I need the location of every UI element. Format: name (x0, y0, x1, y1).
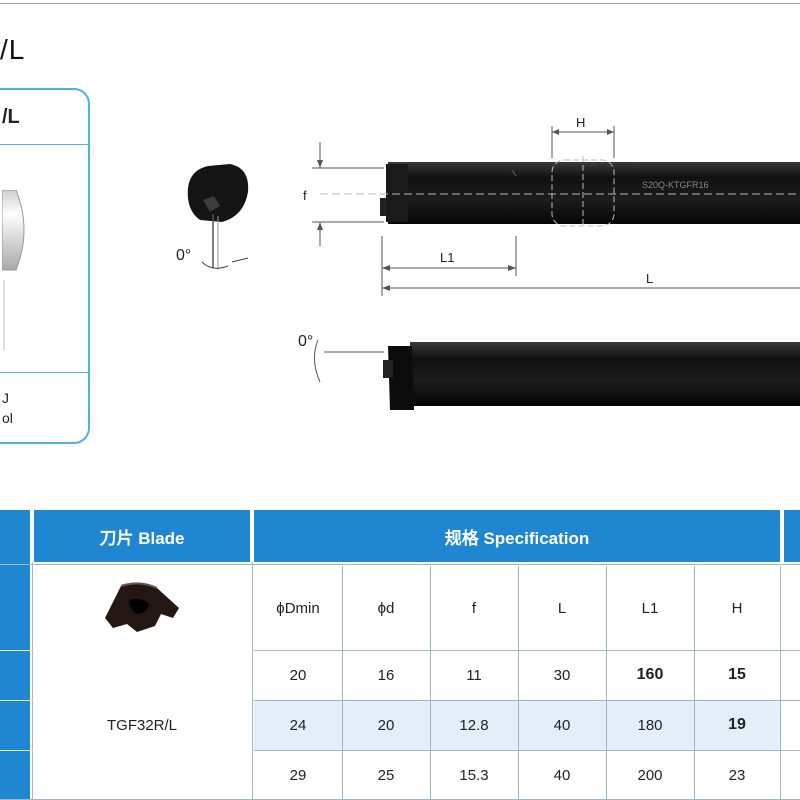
spec-header: 规格 Specification (254, 510, 780, 562)
table-cell: 200 (637, 766, 663, 784)
blade-insert-icon (105, 582, 179, 632)
col-header-d: ϕd (377, 599, 395, 617)
tool-info-card: /L J ol (0, 88, 90, 444)
holder-sketch-icon (2, 190, 25, 350)
side-view-angle-label: 0° (298, 333, 313, 350)
table-cell: 15.3 (459, 766, 489, 784)
table-cell: 11 (466, 666, 482, 684)
table-header-left (0, 510, 30, 650)
row-side-band (0, 650, 30, 800)
blade-model-area (34, 650, 250, 800)
table-cell: 180 (637, 716, 663, 734)
top-rule (0, 3, 800, 4)
grid-line (254, 750, 800, 751)
card-footer-line: ol (2, 410, 13, 426)
grid-line (780, 566, 781, 800)
grid-line (254, 650, 800, 651)
col-header-dmin: ϕDmin (276, 599, 320, 617)
blade-header: 刀片 Blade (34, 510, 250, 562)
table-cell: 30 (553, 666, 571, 684)
table-cell: 20 (289, 666, 307, 684)
table-cell: 40 (553, 766, 571, 784)
grid-line (694, 566, 695, 800)
blade-model: TGF32R/L (106, 716, 178, 734)
table-cell: 15 (728, 666, 746, 683)
grid-line (342, 566, 343, 800)
tool-side-view-icon (314, 339, 800, 410)
dim-label-L: L (646, 271, 653, 286)
dim-label-f: f (303, 188, 307, 203)
table-cell: 29 (289, 766, 307, 784)
card-divider (0, 144, 88, 145)
grid-line (518, 566, 519, 800)
dim-label-L1: L1 (440, 250, 454, 265)
card-header: /L (0, 90, 88, 144)
grid-line (606, 566, 607, 800)
col-header-f: f (471, 599, 477, 617)
grid-line (252, 562, 253, 800)
row-band (254, 750, 780, 800)
grid-line (0, 650, 34, 651)
row-band (254, 650, 780, 700)
grid-line (0, 750, 34, 751)
table-header-right (784, 510, 800, 562)
card-heading: /L (2, 106, 20, 128)
page-title: /L (0, 34, 26, 65)
end-view-angle-label: 0° (176, 247, 191, 264)
grid-line (0, 700, 34, 701)
col-header-L1: L1 (641, 599, 659, 617)
tool-top-view-icon: S20Q-KTGFR16 (320, 156, 800, 228)
table-cell: 24 (289, 716, 307, 734)
grid-line (32, 562, 33, 800)
col-header-L: L (557, 599, 567, 617)
grid-line (0, 564, 800, 565)
spec-table: 刀片 Blade 规格 Specification ϕDmin ϕd f L L… (0, 510, 800, 800)
row-band (254, 700, 780, 750)
card-divider (0, 372, 88, 373)
table-cell: 25 (377, 766, 395, 784)
card-footer-line: J (2, 390, 9, 406)
technical-drawing: 0° S20Q-KTGFR16 H f L1 L 0° (176, 115, 800, 410)
table-cell: 16 (377, 666, 395, 684)
blade-image-cell (34, 566, 250, 650)
table-cell: 40 (553, 716, 571, 734)
table-cell: 160 (636, 666, 664, 683)
table-cell: 23 (728, 766, 746, 784)
table-cell: 19 (728, 716, 746, 733)
table-cell: 20 (377, 716, 395, 734)
tool-end-view-icon (187, 164, 249, 270)
table-cell: 12.8 (459, 716, 489, 734)
tool-marking-text: S20Q-KTGFR16 (642, 180, 709, 190)
grid-line (430, 566, 431, 800)
col-header-H: H (731, 599, 743, 617)
dim-label-H: H (576, 115, 585, 130)
grid-line (254, 700, 800, 701)
